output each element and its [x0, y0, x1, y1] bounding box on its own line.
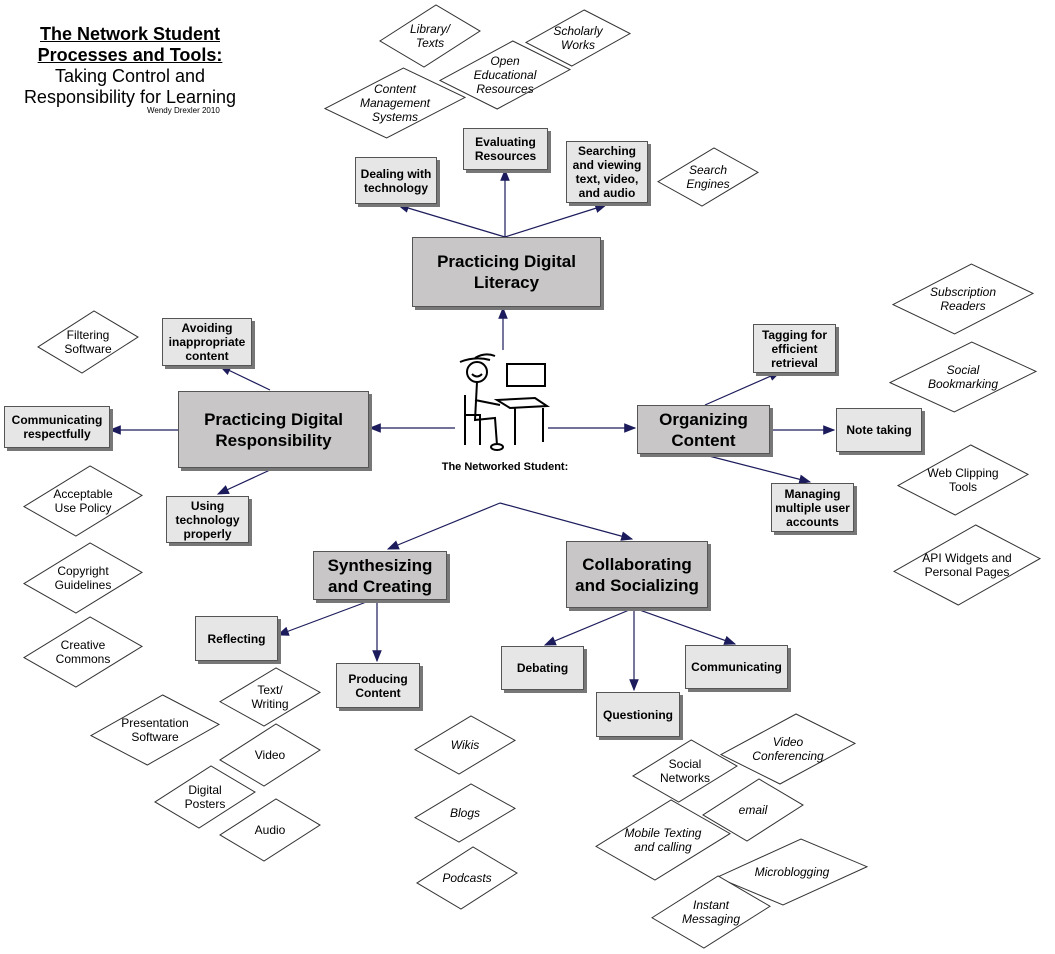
title-line-3: Taking Control and: [54, 66, 206, 86]
student-at-computer-drawing-icon: [459, 353, 551, 451]
tool-diamond-shape: [89, 694, 221, 766]
sub-node-evaluating-resources: Evaluating Resources: [463, 128, 548, 170]
tool-microblogging: Microblogging: [754, 865, 830, 879]
diagram-title: The Network Student Processes and Tools:…: [10, 24, 250, 108]
tool-diamond-shape: [595, 799, 731, 881]
tool-diamond-shape: [323, 67, 467, 139]
tool-instant-messaging: Instant Messaging: [681, 898, 741, 926]
tool-content-management-systems: Content Management Systems: [359, 82, 431, 124]
sub-node-managing-multiple-user-accounts: Managing multiple user accounts: [771, 483, 854, 532]
tool-diamond-shape: [219, 798, 321, 862]
tool-library-texts: Library/ Texts: [409, 22, 450, 50]
connector-arrow: [543, 607, 635, 646]
sub-node-producing-content: Producing Content: [336, 663, 420, 708]
tool-email: email: [738, 803, 768, 817]
tool-diamond-shape: [218, 667, 322, 727]
title-line-2: Processes and Tools:: [37, 45, 223, 65]
sub-node-questioning: Questioning: [596, 692, 680, 737]
tool-diamond-shape: [413, 783, 517, 843]
tool-diamond-shape: [438, 40, 572, 110]
tool-text-writing: Text/ Writing: [251, 683, 289, 711]
tool-diamond-shape: [892, 524, 1042, 606]
tool-diamond-shape: [632, 739, 738, 803]
tool-diamond-shape: [23, 616, 143, 688]
sub-node-communicating: Communicating: [685, 645, 788, 689]
tool-diamond-shape: [651, 875, 771, 949]
tool-video: Video: [254, 748, 286, 762]
tool-video-conferencing: Video Conferencing: [752, 735, 824, 763]
tool-acceptable-use-policy: Acceptable Use Policy: [53, 487, 113, 515]
connector-arrow: [218, 365, 271, 391]
tool-presentation-software: Presentation Software: [121, 716, 189, 744]
tool-diamond-shape: [219, 723, 321, 787]
tool-subscription-readers: Subscription Readers: [929, 285, 997, 313]
tool-scholarly-works: Scholarly Works: [553, 24, 603, 52]
author-credit: Wendy Drexler 2010: [147, 106, 220, 115]
sub-node-reflecting: Reflecting: [195, 616, 278, 661]
main-node-practicing-digital-literacy: Practicing Digital Literacy: [412, 237, 601, 307]
tool-copyright-guidelines: Copyright Guidelines: [54, 564, 112, 592]
tool-diamond-shape: [37, 310, 139, 374]
tool-diamond-shape: [154, 765, 256, 829]
connector-arrow: [704, 371, 782, 406]
tool-web-clipping-tools: Web Clipping Tools: [927, 466, 999, 494]
tool-diamond-shape: [888, 341, 1038, 413]
sub-node-tagging-for-efficient-retrieval: Tagging for efficient retrieval: [753, 324, 836, 373]
tool-podcasts: Podcasts: [442, 871, 492, 885]
tool-audio: Audio: [254, 823, 286, 837]
tool-filtering-software: Filtering Software: [64, 328, 112, 356]
sub-node-searching-and-viewing-text-video-and-audio: Searching and viewing text, video, and a…: [566, 141, 648, 203]
connector-arrow: [396, 203, 506, 238]
tool-diamond-shape: [896, 444, 1030, 516]
connector-arrow: [633, 607, 737, 645]
tool-diamond-shape: [524, 9, 632, 67]
networked-student-label: The Networked Student:: [441, 461, 569, 473]
main-node-organizing-content: Organizing Content: [637, 405, 770, 454]
sub-node-using-technology-properly: Using technology properly: [166, 496, 249, 543]
tool-wikis: Wikis: [450, 738, 480, 752]
connector-arrow: [216, 469, 271, 495]
main-node-practicing-digital-responsibility: Practicing Digital Responsibility: [178, 391, 369, 468]
connector-arrow: [499, 502, 634, 541]
tool-mobile-texting-and-calling: Mobile Texting and calling: [624, 826, 702, 854]
tool-diamond-shape: [656, 147, 760, 207]
tool-diamond-shape: [891, 263, 1035, 335]
tool-diamond-shape: [379, 4, 481, 68]
tool-diamond-shape: [23, 465, 143, 537]
connector-arrow: [276, 597, 378, 636]
tool-diamond-shape: [23, 542, 143, 614]
tool-search-engines: Search Engines: [686, 163, 730, 191]
tool-diamond-shape: [416, 846, 518, 910]
connector-arrow: [504, 203, 608, 238]
main-node-collaborating-and-socializing: Collaborating and Socializing: [566, 541, 708, 608]
sub-node-note-taking: Note taking: [836, 408, 922, 452]
tool-social-bookmarking: Social Bookmarking: [927, 363, 999, 391]
tool-diamond-shape: [413, 715, 517, 775]
tool-open-educational-resources: Open Educational Resources: [473, 54, 537, 96]
tool-diamond-shape: [715, 838, 869, 906]
tool-diamond-shape: [702, 778, 804, 842]
tool-blogs: Blogs: [449, 806, 481, 820]
connector-arrow: [386, 502, 501, 550]
sub-node-avoiding-inappropriate-content: Avoiding inappropriate content: [162, 318, 252, 366]
tool-api-widgets-and-personal-pages: API Widgets and Personal Pages: [922, 551, 1012, 579]
title-line-1: The Network Student: [39, 24, 220, 44]
sub-node-communicating-respectfully: Communicating respectfully: [4, 406, 110, 448]
tool-digital-posters: Digital Posters: [184, 783, 226, 811]
tool-diamond-shape: [719, 713, 857, 785]
title-line-4: Responsibility for Learning: [23, 87, 237, 107]
tool-creative-commons: Creative Commons: [55, 638, 111, 666]
connector-arrow: [704, 454, 812, 484]
sub-node-dealing-with-technology: Dealing with technology: [355, 157, 437, 204]
tool-social-networks: Social Networks: [659, 757, 710, 785]
main-node-synthesizing-and-creating: Synthesizing and Creating: [313, 551, 447, 600]
sub-node-debating: Debating: [501, 646, 584, 690]
